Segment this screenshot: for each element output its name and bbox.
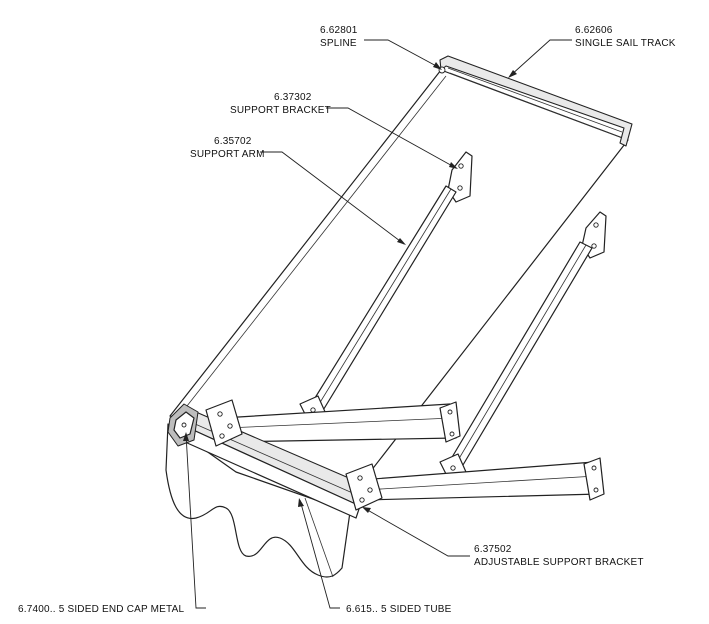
adj-bracket-plate (205, 399, 243, 447)
end-cap-hole (181, 422, 187, 428)
leader-support-arm (260, 151, 405, 245)
sail-track-groove-2 (449, 72, 621, 138)
arrow-end-cap (183, 432, 189, 441)
bar-edge (363, 475, 597, 491)
support-bracket-part-no: 6.37302 (274, 92, 312, 103)
adjustable-bracket-name: ADJUSTABLE SUPPORT BRACKET (474, 557, 644, 568)
bracket-hole (593, 222, 599, 228)
leader-spline (364, 39, 441, 69)
adj-hole (357, 475, 363, 481)
sail-track-groove (447, 67, 623, 133)
arrow-support-bracket (449, 162, 458, 169)
bar-hole (591, 465, 597, 471)
valance-fold-line (304, 497, 334, 578)
support-arm-name: SUPPORT ARM (190, 149, 265, 160)
adj-hole (359, 497, 365, 503)
arrow-tube (298, 498, 304, 507)
projection-bar-lower (359, 457, 605, 501)
arm-center-line (315, 188, 452, 410)
arrow-spline (433, 62, 442, 70)
adj-hole (367, 487, 373, 493)
arm-center-line (453, 244, 587, 468)
projection-bar-upper (221, 401, 461, 443)
bracket-hole (458, 163, 464, 169)
leader-adjustable-bracket (363, 507, 470, 557)
leaders (183, 39, 572, 609)
labels: 6.62801 SPLINE 6.62606 SINGLE SAIL TRACK… (18, 25, 676, 615)
spline-name: SPLINE (320, 38, 357, 49)
leader-sail-track (509, 39, 572, 77)
arrow-support-arm (397, 238, 406, 245)
fabric-edge-line (175, 75, 447, 421)
arm-foot-hole (310, 407, 316, 413)
sail-track-part-no: 6.62606 (575, 25, 613, 36)
arm-foot-hole (450, 465, 456, 471)
leader-end-cap (185, 433, 206, 609)
tube-label: 6.615.. 5 SIDED TUBE (346, 604, 452, 615)
adjustable-bracket-part-no: 6.37502 (474, 544, 512, 555)
leader-tube (299, 499, 340, 609)
adj-hole (217, 411, 223, 417)
arrow-sail-track (508, 70, 517, 78)
bar-wall-plate (583, 457, 605, 501)
end-cap-label: 6.7400.. 5 SIDED END CAP METAL (18, 604, 184, 615)
sail-track-name: SINGLE SAIL TRACK (575, 38, 676, 49)
adjustable-bracket-right (345, 463, 383, 511)
end-cap (167, 403, 199, 447)
support-arm-part-no: 6.35702 (214, 136, 252, 147)
adj-hole (227, 423, 233, 429)
bar-hole (593, 487, 599, 493)
bar-body (359, 461, 601, 501)
bar-hole (447, 409, 453, 415)
sail-track (438, 55, 633, 147)
support-bracket-name: SUPPORT BRACKET (230, 105, 331, 116)
adj-bracket-plate (345, 463, 383, 511)
valance (165, 423, 351, 578)
bar-hole (449, 431, 455, 437)
arrow-adjustable-bracket (362, 507, 371, 513)
bar-edge (225, 417, 453, 429)
bracket-hole (457, 185, 463, 191)
adjustable-bracket-left (205, 399, 243, 447)
adj-hole (219, 433, 225, 439)
bar-wall-plate (439, 401, 461, 443)
bracket-hole (591, 243, 597, 249)
spline-part-no: 6.62801 (320, 25, 358, 36)
leader-support-bracket (326, 107, 457, 169)
